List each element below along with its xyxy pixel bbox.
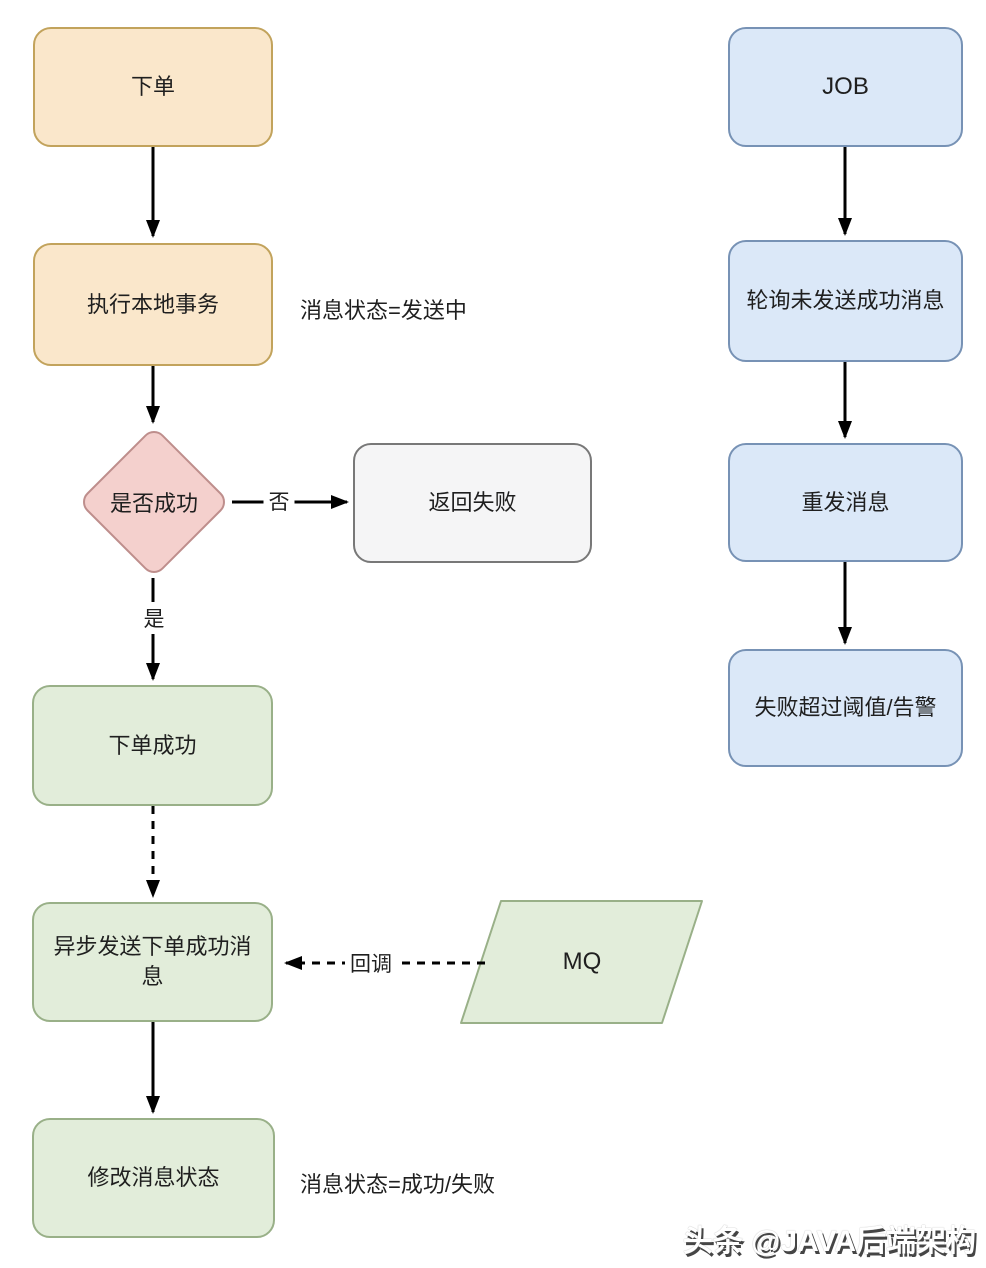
edge-label-yes: 是: [138, 602, 170, 634]
annotation-status-sending: 消息状态=发送中: [300, 298, 467, 323]
decision-diamond-shape: [83, 431, 225, 573]
edge-label-no: 否: [263, 485, 295, 517]
node-resend-message: 重发消息: [728, 443, 963, 562]
node-execute-local-transaction: 执行本地事务: [33, 243, 273, 366]
node-job: JOB: [728, 27, 963, 147]
decision-is-success-label: 是否成功: [109, 491, 199, 516]
node-return-failure: 返回失败: [353, 443, 592, 563]
node-async-send-message: 异步发送下单成功消息: [32, 902, 273, 1022]
mq-label: MQ: [562, 948, 602, 975]
mq-parallelogram-shape: [460, 900, 703, 1024]
annotation-status-result: 消息状态=成功/失败: [300, 1172, 495, 1197]
node-order-success: 下单成功: [32, 685, 273, 806]
node-modify-message-status: 修改消息状态: [32, 1118, 275, 1238]
watermark: 头条 @JAVA后端架构: [682, 1225, 976, 1258]
node-place-order: 下单: [33, 27, 273, 147]
edge-label-callback: 回调: [345, 947, 397, 979]
node-failure-threshold-alert: 失败超过阈值/告警: [728, 649, 963, 767]
node-poll-unsent-messages: 轮询未发送成功消息: [728, 240, 963, 362]
